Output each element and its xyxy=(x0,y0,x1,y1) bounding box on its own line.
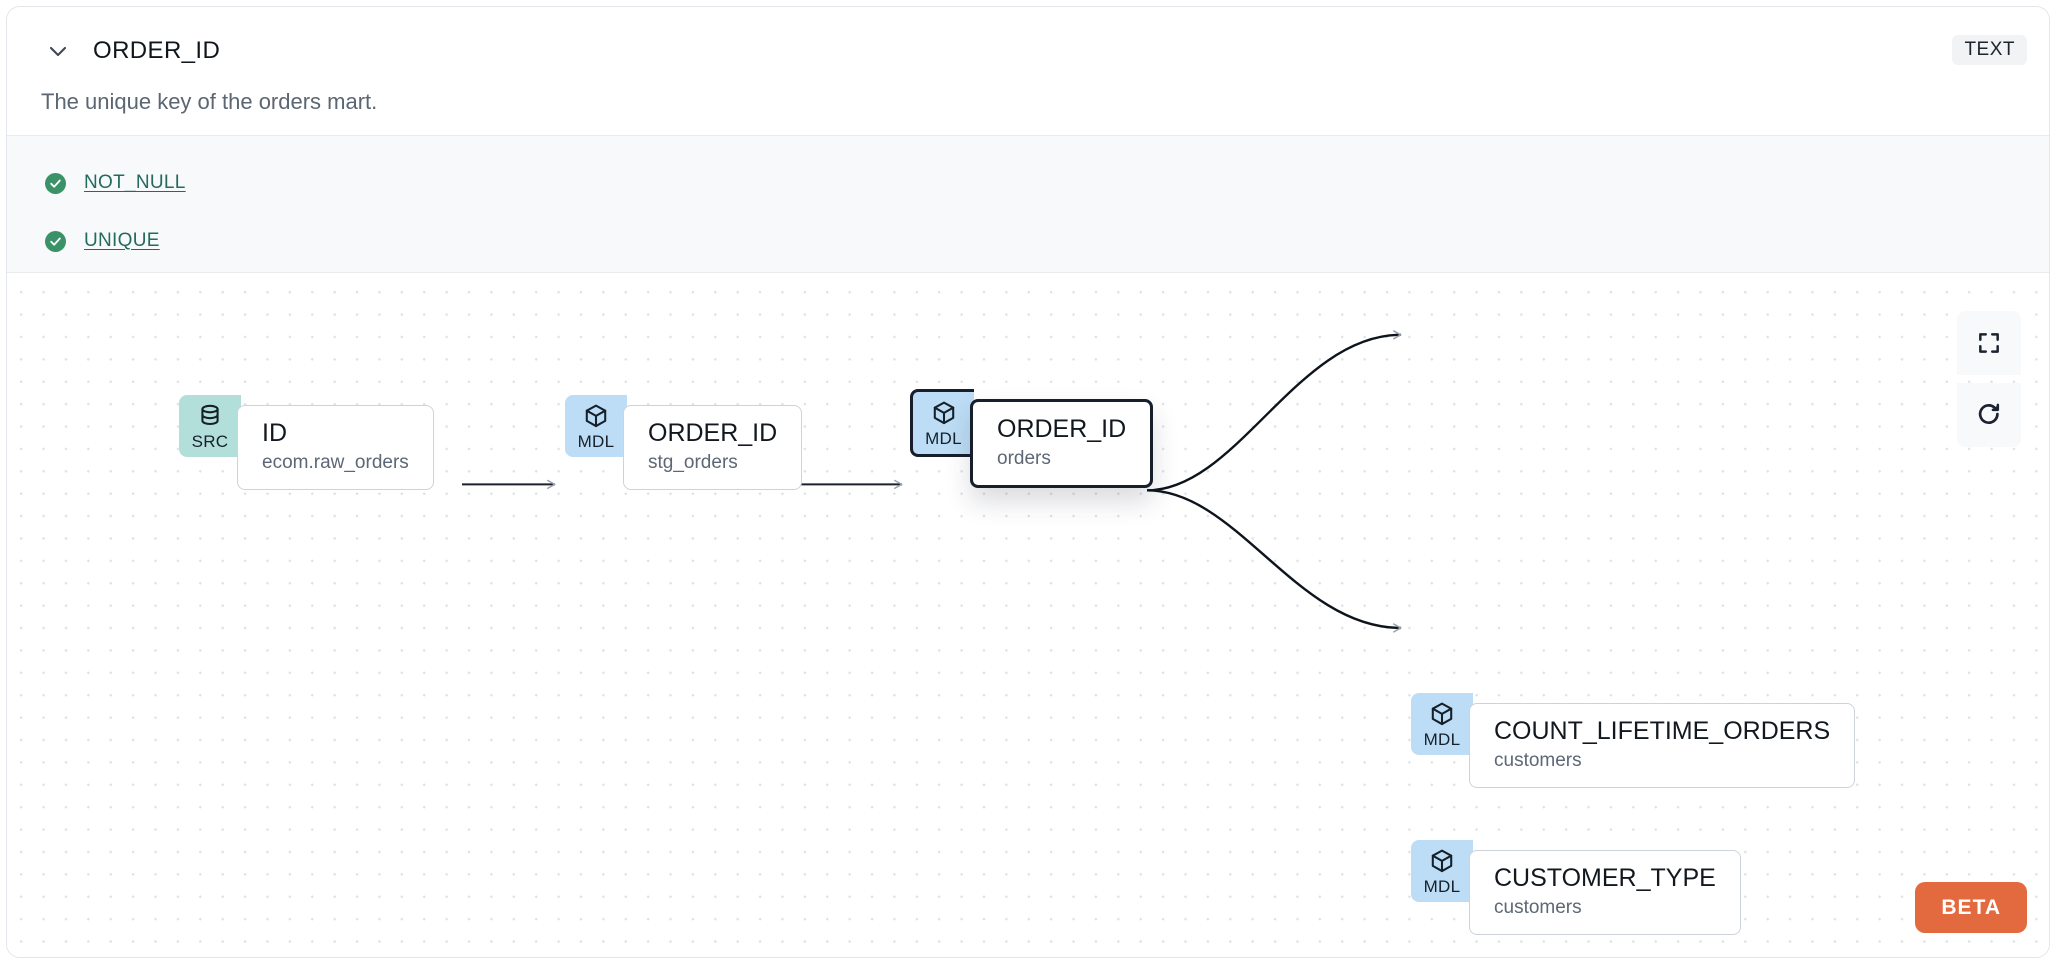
lineage-node-src-id[interactable]: SRC ID ecom.raw_orders xyxy=(179,395,434,490)
lineage-node-customer-type[interactable]: MDL CUSTOMER_TYPE customers xyxy=(1411,840,1741,935)
column-description: The unique key of the orders mart. xyxy=(41,89,378,114)
node-name: COUNT_LIFETIME_ORDERS xyxy=(1494,717,1831,745)
column-header: ORDER_ID TEXT The unique key of the orde… xyxy=(7,7,2049,135)
fit-view-icon xyxy=(1979,333,1999,353)
node-kind-chip: MDL xyxy=(1411,693,1473,755)
node-kind-label: MDL xyxy=(925,428,962,448)
canvas-controls xyxy=(1957,311,2021,447)
node-name: ORDER_ID xyxy=(997,415,1127,443)
beta-badge[interactable]: BETA xyxy=(1915,882,2027,933)
node-body[interactable]: COUNT_LIFETIME_ORDERS customers xyxy=(1469,703,1856,788)
page-title: ORDER_ID xyxy=(93,37,221,64)
node-kind-label: SRC xyxy=(191,431,229,451)
node-kind-label: MDL xyxy=(1423,729,1461,749)
node-subtitle: ecom.raw_orders xyxy=(262,452,409,473)
refresh-icon xyxy=(1978,403,2000,424)
check-circle-icon xyxy=(45,230,66,252)
node-name: ORDER_ID xyxy=(648,419,778,447)
cube-icon xyxy=(933,401,954,424)
edge-orders-to-customer-type xyxy=(1146,489,1402,633)
node-kind-chip: MDL xyxy=(1411,840,1473,902)
lineage-node-count-lifetime-orders[interactable]: MDL COUNT_LIFETIME_ORDERS customers xyxy=(1411,693,1856,788)
node-kind-label: MDL xyxy=(577,431,615,451)
test-link-unique[interactable]: UNIQUE xyxy=(84,230,160,251)
node-kind-chip: SRC xyxy=(179,395,241,457)
cube-icon xyxy=(585,404,607,427)
node-name: CUSTOMER_TYPE xyxy=(1494,864,1716,892)
reset-button[interactable] xyxy=(1957,383,2021,447)
check-circle-icon xyxy=(45,172,66,194)
node-body[interactable]: ID ecom.raw_orders xyxy=(237,405,434,490)
database-icon xyxy=(201,404,219,425)
lineage-node-orders[interactable]: MDL ORDER_ID orders xyxy=(910,389,1154,488)
edge-orders-to-count-lifetime-orders xyxy=(1146,330,1402,492)
tests-section: NOT_NULL UNIQUE xyxy=(7,135,2049,273)
node-subtitle: stg_orders xyxy=(648,452,738,473)
data-type-badge: TEXT xyxy=(1952,35,2027,65)
node-subtitle: orders xyxy=(997,448,1051,469)
fit-view-button[interactable] xyxy=(1957,311,2021,375)
lineage-node-stg-orders[interactable]: MDL ORDER_ID stg_orders xyxy=(565,395,803,490)
node-name: ID xyxy=(262,419,287,447)
test-row: NOT_NULL xyxy=(45,154,2049,212)
node-kind-chip: MDL xyxy=(565,395,627,457)
column-detail-card: ORDER_ID TEXT The unique key of the orde… xyxy=(6,6,2050,958)
lineage-edges xyxy=(462,330,1402,633)
lineage-canvas[interactable]: SRC ID ecom.raw_orders MDL xyxy=(7,273,2049,957)
node-body[interactable]: ORDER_ID orders xyxy=(970,399,1154,488)
cube-icon xyxy=(1431,702,1453,725)
node-kind-chip: MDL xyxy=(910,389,974,457)
node-body[interactable]: CUSTOMER_TYPE customers xyxy=(1469,850,1741,935)
test-row: UNIQUE xyxy=(45,212,2049,270)
node-subtitle: customers xyxy=(1494,750,1582,771)
column-header-row: ORDER_ID xyxy=(41,33,220,69)
cube-icon xyxy=(1431,849,1453,872)
test-link-not-null[interactable]: NOT_NULL xyxy=(84,172,186,193)
node-body[interactable]: ORDER_ID stg_orders xyxy=(623,405,803,490)
node-subtitle: customers xyxy=(1494,897,1582,918)
chevron-down-icon[interactable] xyxy=(41,34,75,68)
node-kind-label: MDL xyxy=(1423,876,1461,896)
